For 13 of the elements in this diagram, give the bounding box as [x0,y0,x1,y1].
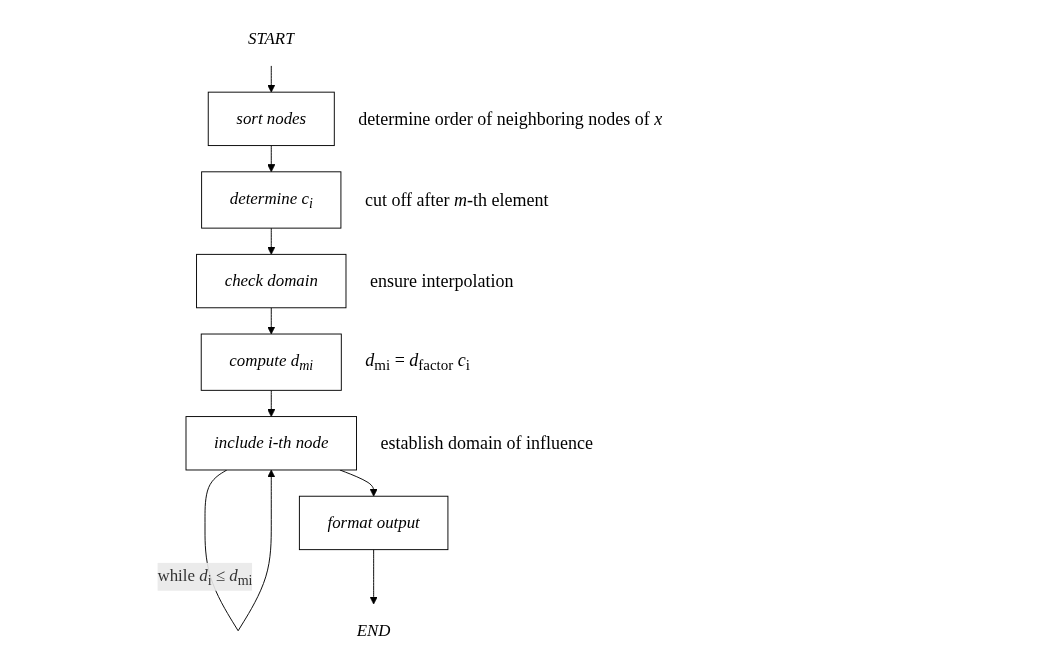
node-text: END [356,620,391,640]
node-box: sort nodes [207,91,335,147]
step-note: determine order of neighboring nodes of x [358,108,663,130]
node-box: compute d$_{mi}$ [200,333,342,391]
node-box: check domain [196,253,347,309]
node-box: include i-th node [185,416,357,471]
step-note: d$_{mi}$ = d$_{factor}$ c$_{i}$ [365,349,470,375]
step-note: ensure interpolation [370,270,514,292]
step-note: cut off after m-th element [364,189,549,211]
step-note: establish domain of influence [380,432,593,454]
edge-label: while d$_{i}$ ≤ d$_{mi}$ [157,565,253,588]
node-box: format output [298,495,449,551]
node-box: determine c$_{i}$ [201,171,342,229]
